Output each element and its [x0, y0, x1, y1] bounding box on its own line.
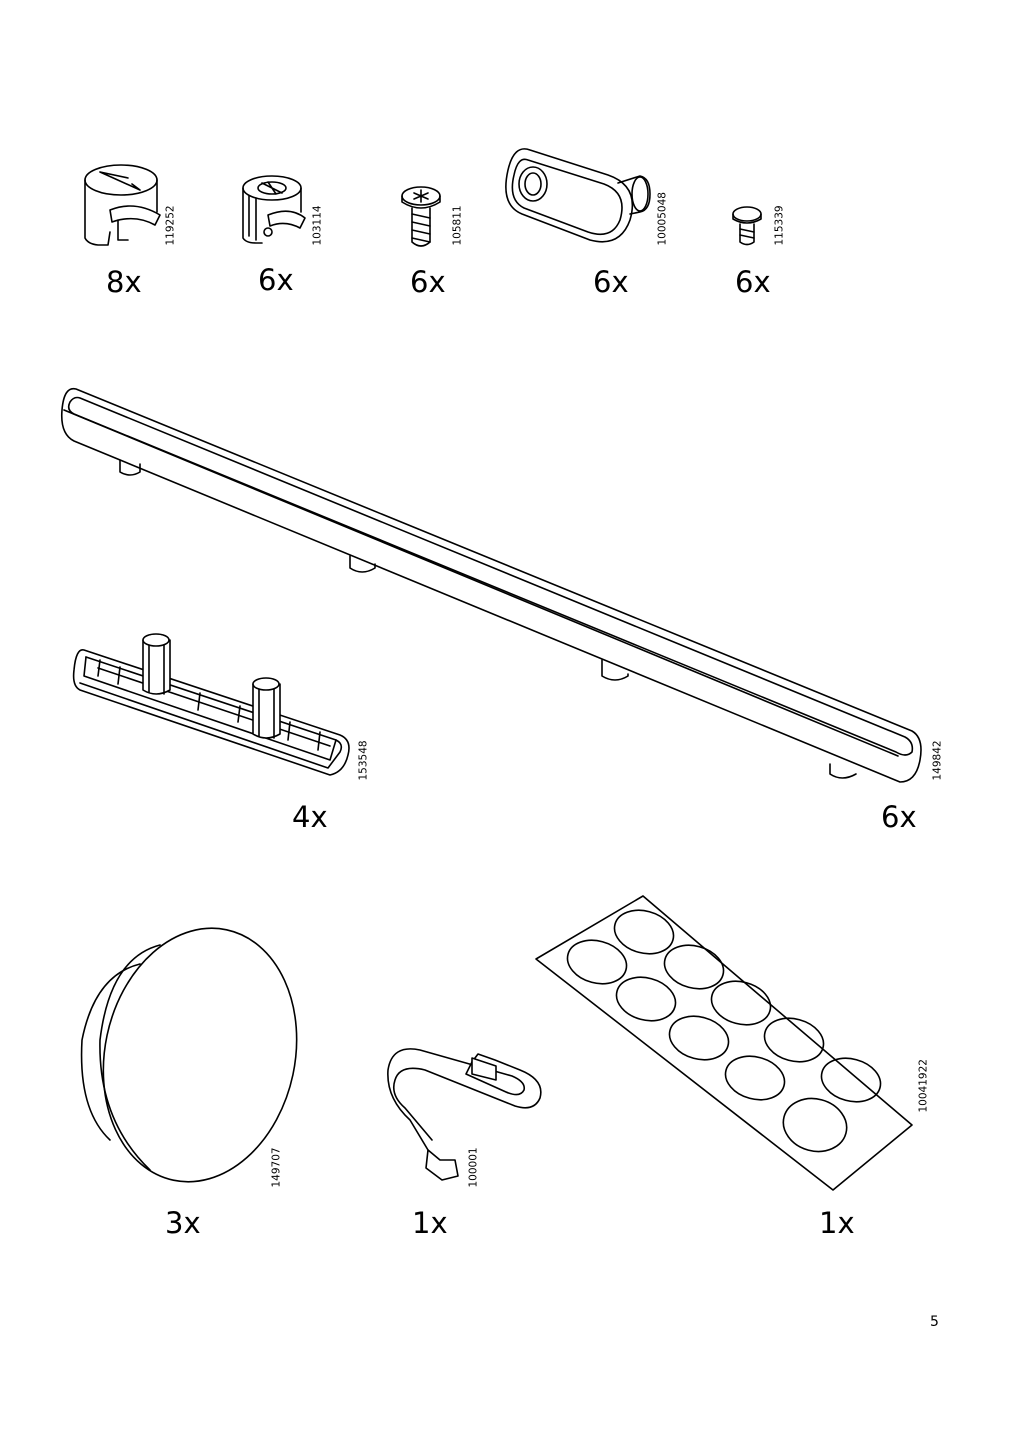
quantity-label: 3x	[165, 1206, 201, 1240]
plastic-frame-icon	[72, 633, 350, 776]
cam-lock-housing-small-icon	[242, 175, 306, 244]
round-knob-icon	[80, 927, 298, 1183]
quantity-label: 6x	[593, 265, 629, 299]
part-number-label: 103114	[311, 205, 324, 246]
quantity-label: 6x	[258, 263, 294, 297]
quantity-label: 6x	[735, 265, 771, 299]
quantity-label: 1x	[819, 1206, 855, 1240]
felt-pad-sheet-icon	[535, 895, 913, 1191]
quantity-label: 4x	[292, 800, 328, 834]
cam-lock-housing-icon	[84, 164, 161, 246]
page-number: 5	[930, 1314, 939, 1330]
screw-icon	[401, 186, 441, 247]
quantity-label: 6x	[410, 265, 446, 299]
part-number-label: 10041922	[917, 1059, 930, 1113]
part-number-label: 10005048	[656, 192, 669, 246]
part-number-label: 119252	[164, 205, 177, 246]
quantity-label: 6x	[881, 800, 917, 834]
part-number-label: 149842	[931, 740, 944, 781]
quantity-label: 8x	[106, 265, 142, 299]
small-screw-icon	[732, 206, 762, 246]
long-rail-icon	[60, 387, 922, 783]
part-number-label: 153548	[357, 740, 370, 781]
allen-key-icon	[387, 1048, 542, 1181]
part-number-label: 105811	[451, 205, 464, 246]
quantity-label: 1x	[412, 1206, 448, 1240]
part-number-label: 100001	[467, 1147, 480, 1188]
part-number-label: 115339	[773, 205, 786, 246]
oval-bracket-icon	[505, 148, 651, 243]
part-number-label: 149707	[270, 1147, 283, 1188]
